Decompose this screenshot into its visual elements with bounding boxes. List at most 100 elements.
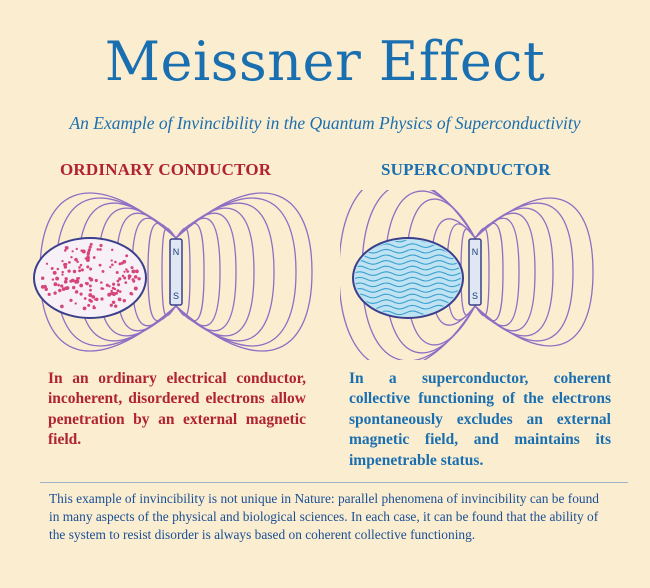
electron-dot xyxy=(61,273,64,276)
electron-dot xyxy=(115,291,119,295)
electron-dot xyxy=(83,297,87,300)
electron-dot xyxy=(110,259,113,262)
electron-dot xyxy=(88,298,92,302)
electron-dot xyxy=(108,285,111,288)
electron-dot xyxy=(79,283,84,288)
electron-dot xyxy=(40,276,45,280)
electron-dot xyxy=(47,292,51,297)
electron-dot xyxy=(79,263,83,267)
field-line xyxy=(474,202,574,342)
electron-dot xyxy=(114,260,117,264)
electron-dot xyxy=(61,270,64,274)
electron-dot xyxy=(100,287,104,290)
electron-dot xyxy=(84,257,87,260)
electron-dot xyxy=(96,248,100,251)
field-line xyxy=(161,227,177,317)
electron-dot xyxy=(56,267,60,271)
electron-dot xyxy=(74,257,78,262)
electron-dot xyxy=(109,265,112,269)
electron-dot xyxy=(74,302,77,305)
electron-dot xyxy=(72,285,76,290)
wave-line xyxy=(355,265,461,271)
electron-dot xyxy=(89,242,93,246)
electron-dot xyxy=(72,269,77,274)
electron-dot xyxy=(53,282,58,287)
electron-dot xyxy=(69,279,73,283)
ordinary-conductor-diagram: N S xyxy=(33,192,313,352)
electron-dot xyxy=(50,266,54,270)
magnet-north-label: N xyxy=(173,247,180,257)
electron-dot xyxy=(89,267,93,271)
electron-dot xyxy=(98,263,102,267)
electron-dot xyxy=(113,287,117,291)
electron-dot xyxy=(92,295,96,299)
electron-dot xyxy=(53,291,57,295)
electron-dot xyxy=(133,275,138,279)
electron-dot xyxy=(88,245,92,249)
electron-dot xyxy=(118,277,122,281)
electron-dot xyxy=(70,256,73,259)
wave-line xyxy=(355,276,461,282)
electron-dot xyxy=(88,293,93,298)
section-divider xyxy=(40,482,628,483)
electron-dot xyxy=(94,298,97,301)
electron-dot xyxy=(86,255,90,260)
field-line xyxy=(175,197,297,347)
page-title: Meissner Effect xyxy=(104,30,546,93)
electron-dot xyxy=(65,263,68,266)
electron-dot xyxy=(88,276,92,280)
electron-dot xyxy=(100,281,103,284)
electron-dot xyxy=(74,290,79,294)
electron-dot xyxy=(131,269,136,274)
electron-dot xyxy=(130,266,134,270)
electron-dot xyxy=(64,246,69,250)
electron-dot xyxy=(61,259,64,263)
electron-dot xyxy=(110,248,114,252)
electron-dot xyxy=(124,281,128,284)
electron-dot xyxy=(84,281,88,285)
electron-dots xyxy=(40,242,141,311)
electron-dot xyxy=(61,287,66,291)
electron-dot xyxy=(116,279,120,283)
electron-dot xyxy=(51,278,55,281)
electron-dot xyxy=(63,249,67,252)
electron-dot xyxy=(75,279,80,284)
electron-dot xyxy=(133,286,138,291)
electron-dot xyxy=(112,282,116,286)
field-line xyxy=(474,207,554,337)
electron-dot xyxy=(75,247,78,251)
wave-line xyxy=(355,282,461,288)
electron-dot xyxy=(135,269,139,274)
electron-dot xyxy=(122,299,127,303)
electron-dot xyxy=(118,290,122,293)
electron-dot xyxy=(116,289,120,293)
field-line xyxy=(175,202,275,342)
electron-dot xyxy=(60,284,64,288)
electron-dot xyxy=(123,270,126,273)
electron-dot xyxy=(110,291,114,296)
magnet-north-label: N xyxy=(472,247,479,257)
field-line xyxy=(175,192,313,352)
ordinary-conductor-description: In an ordinary electrical conductor, inc… xyxy=(48,370,306,449)
electron-dot xyxy=(78,266,81,269)
electron-dot xyxy=(78,269,82,273)
field-line xyxy=(175,227,191,317)
electron-dot xyxy=(132,279,136,283)
field-line xyxy=(474,227,490,317)
magnet-south-label: S xyxy=(173,291,179,301)
electron-dot xyxy=(92,256,96,259)
electron-dot xyxy=(87,248,91,252)
electron-dot xyxy=(89,288,92,292)
electron-dot xyxy=(67,269,71,273)
electron-dot xyxy=(109,303,113,307)
electron-dot xyxy=(44,284,47,288)
electron-dot xyxy=(52,270,57,275)
electron-dot xyxy=(100,297,104,301)
electron-dot xyxy=(45,262,49,265)
superconductor-heading: SUPERCONDUCTOR xyxy=(381,160,551,179)
electron-dot xyxy=(44,287,48,292)
electron-dot xyxy=(127,277,131,280)
electron-dot xyxy=(55,276,59,280)
electron-dot xyxy=(57,283,60,287)
wave-line xyxy=(355,293,461,299)
